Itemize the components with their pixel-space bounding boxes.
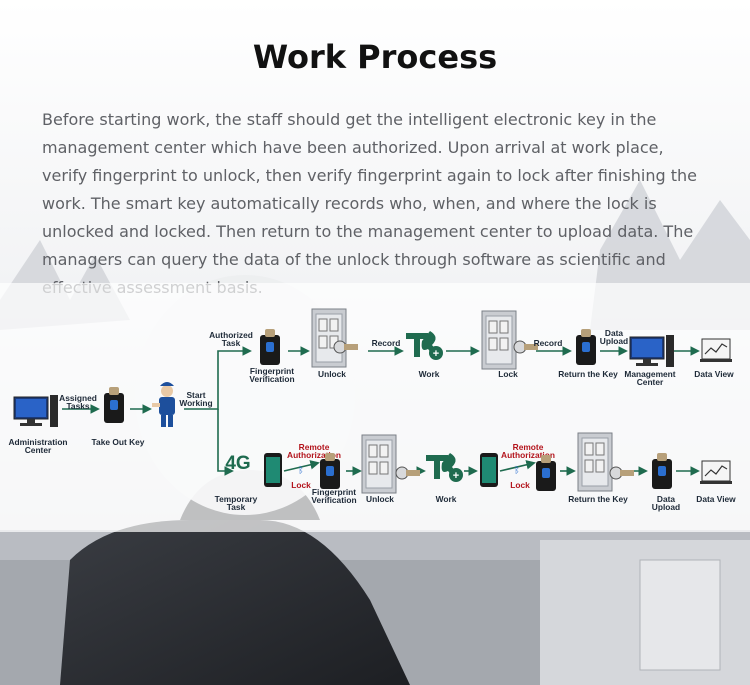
work-process-diagram: + Administration Center Assigned Tasks	[8, 308, 736, 512]
start-working-label-2: Working	[179, 398, 212, 408]
remote-authorization-label-2a: Remote	[513, 442, 544, 452]
flow-arrows	[62, 346, 700, 476]
electronic-key-icon	[536, 455, 556, 491]
padlock-icon	[395, 466, 421, 480]
management-center-label-1: Management	[624, 369, 675, 379]
lock-label: Lock	[498, 369, 518, 379]
fingerprint-verification-label-b1: Fingerprint	[312, 487, 356, 497]
remote-authorization-label-1a: Remote	[299, 442, 330, 452]
temporary-task-label-1: Temporary	[215, 494, 258, 504]
authorized-task-label-1: Authorized	[209, 330, 253, 340]
data-upload-key-icon	[652, 453, 672, 489]
take-out-key-label: Take Out Key	[92, 437, 145, 447]
start-working-label-1: Start	[186, 390, 205, 400]
cabinet-lock-icon	[481, 310, 517, 370]
management-center-label-2: Center	[637, 377, 664, 387]
bluetooth-icon: ᛒ	[514, 465, 519, 476]
lock-label-2: Lock	[510, 480, 530, 490]
unlock-label: Unlock	[318, 369, 346, 379]
work-tools-icon	[406, 331, 443, 360]
work-label-b: Work	[436, 494, 457, 504]
page-title: Work Process	[252, 38, 498, 76]
authorized-task-label-2: Task	[222, 338, 241, 348]
fingerprint-verification-label-1: Fingerprint	[250, 366, 294, 376]
admin-center-label-1: Administration	[8, 437, 67, 447]
admin-center-label-2: Center	[25, 445, 52, 455]
data-upload-label-2: Upload	[600, 336, 628, 346]
data-view-chart-icon	[699, 460, 733, 485]
phone-icon	[480, 453, 498, 487]
cabinet-unlock-icon	[361, 434, 397, 494]
phone-icon	[264, 453, 282, 487]
record-label-2: Record	[534, 338, 563, 348]
remote-authorization-label-2b: Authorization	[501, 450, 555, 460]
administration-center-computer-icon	[13, 394, 59, 428]
return-key-label: Return the Key	[558, 369, 618, 379]
work-tools-icon	[426, 453, 463, 482]
padlock-icon	[609, 466, 635, 480]
data-view-chart-icon	[699, 338, 733, 363]
record-label-1: Record	[372, 338, 401, 348]
data-upload-label-b2: Upload	[652, 502, 680, 512]
intro-paragraph: Before starting work, the staff should g…	[42, 110, 697, 297]
remote-authorization-label-1b: Authorization	[287, 450, 341, 460]
management-center-computer-icon	[629, 334, 675, 368]
data-upload-label-1: Data	[605, 328, 623, 338]
data-view-label: Data View	[694, 369, 734, 379]
cabinet-unlock-icon	[311, 308, 347, 368]
bluetooth-icon: ᛒ	[298, 465, 303, 476]
lock-label-1: Lock	[291, 480, 311, 490]
fingerprint-key-icon	[260, 329, 280, 365]
fingerprint-verification-label-2: Verification	[249, 374, 294, 384]
cabinet-lock-icon	[577, 432, 613, 492]
fingerprint-verification-label-b2: Verification	[311, 495, 356, 505]
return-key-label-b: Return the Key	[568, 494, 628, 504]
data-upload-label-b1: Data	[657, 494, 675, 504]
electronic-key-icon	[104, 387, 124, 423]
worker-icon	[152, 382, 175, 427]
assigned-tasks-label-2: Tasks	[66, 401, 89, 411]
work-label: Work	[419, 369, 440, 379]
return-key-icon	[576, 329, 596, 365]
temporary-task-label-2: Task	[227, 502, 246, 512]
data-view-label-b: Data View	[696, 494, 736, 504]
unlock-label-b: Unlock	[366, 494, 394, 504]
assigned-tasks-label-1: Assigned	[59, 393, 97, 403]
4g-badge: 4G	[225, 453, 250, 474]
